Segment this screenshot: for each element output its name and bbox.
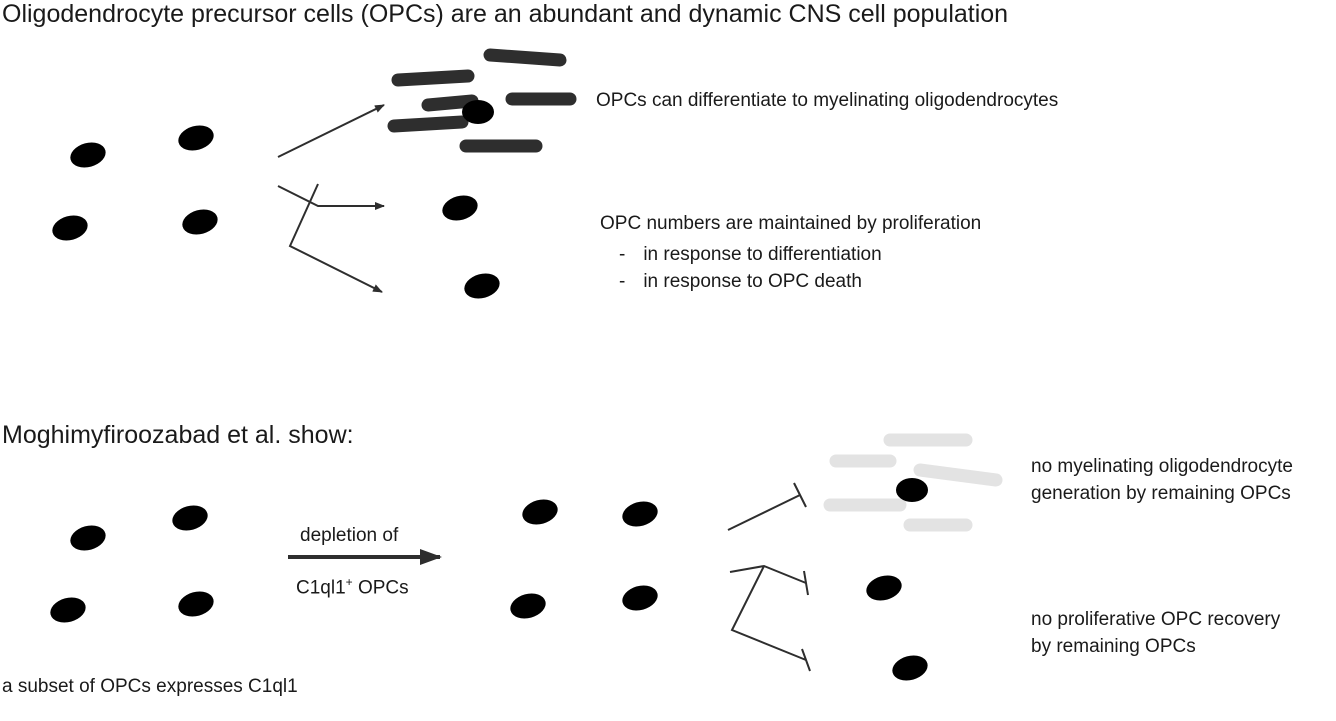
inhibition-bar (803, 570, 809, 596)
result-myelination-line2: generation by remaining OPCs (1031, 483, 1291, 504)
myelinating-oligodendrocyte (387, 48, 577, 154)
opc-cell (124, 454, 254, 584)
bullet-1: -in response to differentiation (619, 244, 882, 266)
absent-opc-cell (818, 524, 948, 654)
differentiate-text: OPCs can differentiate to myelinating ol… (596, 90, 1059, 111)
opc-cell (22, 91, 152, 221)
absent-opc-cell (844, 604, 974, 721)
c1ql1-opc-cell (130, 540, 260, 670)
depleted-opc-outline (574, 534, 704, 664)
opc-cell (2, 546, 132, 676)
depletion-label-line2: C1ql1+ OPCs (296, 575, 409, 599)
result-myelination-line1: no myelinating oligodendrocyte (1031, 456, 1293, 477)
proliferation-arrow-lower (288, 183, 383, 293)
inhibition-line-proliferation-upper (729, 564, 807, 584)
opc-cell (134, 158, 264, 288)
depletion-label-line1: depletion of (300, 525, 399, 546)
differentiation-arrow (277, 104, 385, 158)
absent-oligodendrocyte (823, 433, 1003, 532)
bullet-dash: - (619, 271, 626, 292)
depleted-opc-outline (474, 448, 604, 578)
result-proliferation-line2: by remaining OPCs (1031, 636, 1196, 657)
opc-cell-daughter (394, 144, 524, 274)
result-proliferation-line1: no proliferative OPC recovery (1031, 609, 1281, 630)
bullet-2: -in response to OPC death (619, 271, 862, 293)
inhibition-line-myelination (727, 494, 801, 531)
remaining-opc-cell (574, 450, 704, 580)
depleted-cluster (462, 448, 704, 672)
study-heading: Moghimyfiroozabad et al. show: (2, 421, 354, 449)
proliferation-arrow-upper (277, 185, 385, 210)
figure-title: Oligodendrocyte precursor cells (OPCs) a… (2, 0, 1009, 28)
inhibition-bar (801, 648, 811, 672)
bullet-dash: - (619, 244, 626, 265)
subset-caption: a subset of OPCs expresses C1ql1 (2, 676, 298, 697)
c1ql1-opc-cell (22, 474, 152, 604)
opc-cell (130, 74, 260, 204)
bullet-text: in response to OPC death (643, 271, 862, 292)
inhibition-line-proliferation-lower (730, 565, 807, 661)
opc-cluster (4, 74, 264, 294)
bullet-text: in response to differentiation (643, 244, 882, 265)
superscript-plus: + (345, 575, 353, 589)
inhibition-bar (793, 482, 807, 508)
opc-cell-daughter (416, 222, 546, 352)
maintained-text: OPC numbers are maintained by proliferat… (600, 213, 982, 234)
remaining-opc-cell (462, 542, 592, 672)
mixed-opc-cluster (2, 454, 260, 676)
opc-cell (4, 164, 134, 294)
